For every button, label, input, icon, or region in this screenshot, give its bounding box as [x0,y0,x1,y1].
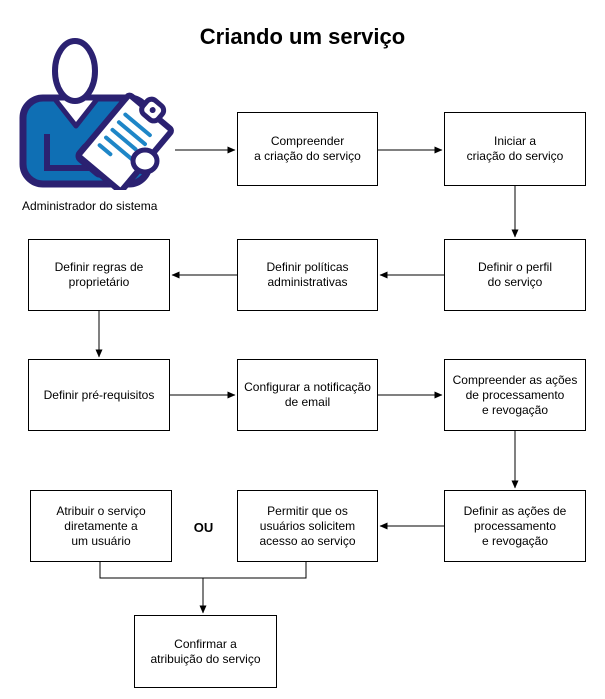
flow-node-iniciar-criacao: Iniciar a criação do serviço [444,112,586,186]
flow-node-confirmar-atribuicao: Confirmar a atribuição do serviço [134,615,277,688]
flow-node-definir-pre-requisitos: Definir pré-requisitos [28,359,170,431]
page-title: Criando um serviço [199,24,406,49]
flow-node-permitir-usuarios: Permitir que os usuários solicitem acess… [237,490,378,562]
flow-node-definir-regras: Definir regras de proprietário [28,239,170,311]
clipboard-clip-hole [149,107,156,114]
or-connector-label: OU [193,520,214,535]
clipboard-icon [76,92,174,190]
join-line-atribuir-permitir [99,562,307,579]
flow-node-definir-acoes: Definir as ações de processamento e revo… [444,490,586,562]
flow-node-compreender-acoes: Compreender as ações de processamento e … [444,359,586,431]
flow-node-definir-politicas: Definir políticas administrativas [237,239,378,311]
flow-node-configurar-notificacao: Configurar a notificação de email [237,359,378,431]
person-arm [44,134,102,171]
person-head [52,38,98,104]
administrator-icon [19,38,174,190]
right-hand [130,147,160,175]
clipboard-text-lines [97,112,152,162]
flow-node-definir-perfil: Definir o perfil do serviço [444,239,586,311]
flow-node-compreender-criacao: Compreender a criação do serviço [237,112,378,186]
actor-label: Administrador do sistema [22,199,158,213]
flow-node-atribuir-servico: Atribuir o serviço diretamente a um usuá… [30,490,172,562]
